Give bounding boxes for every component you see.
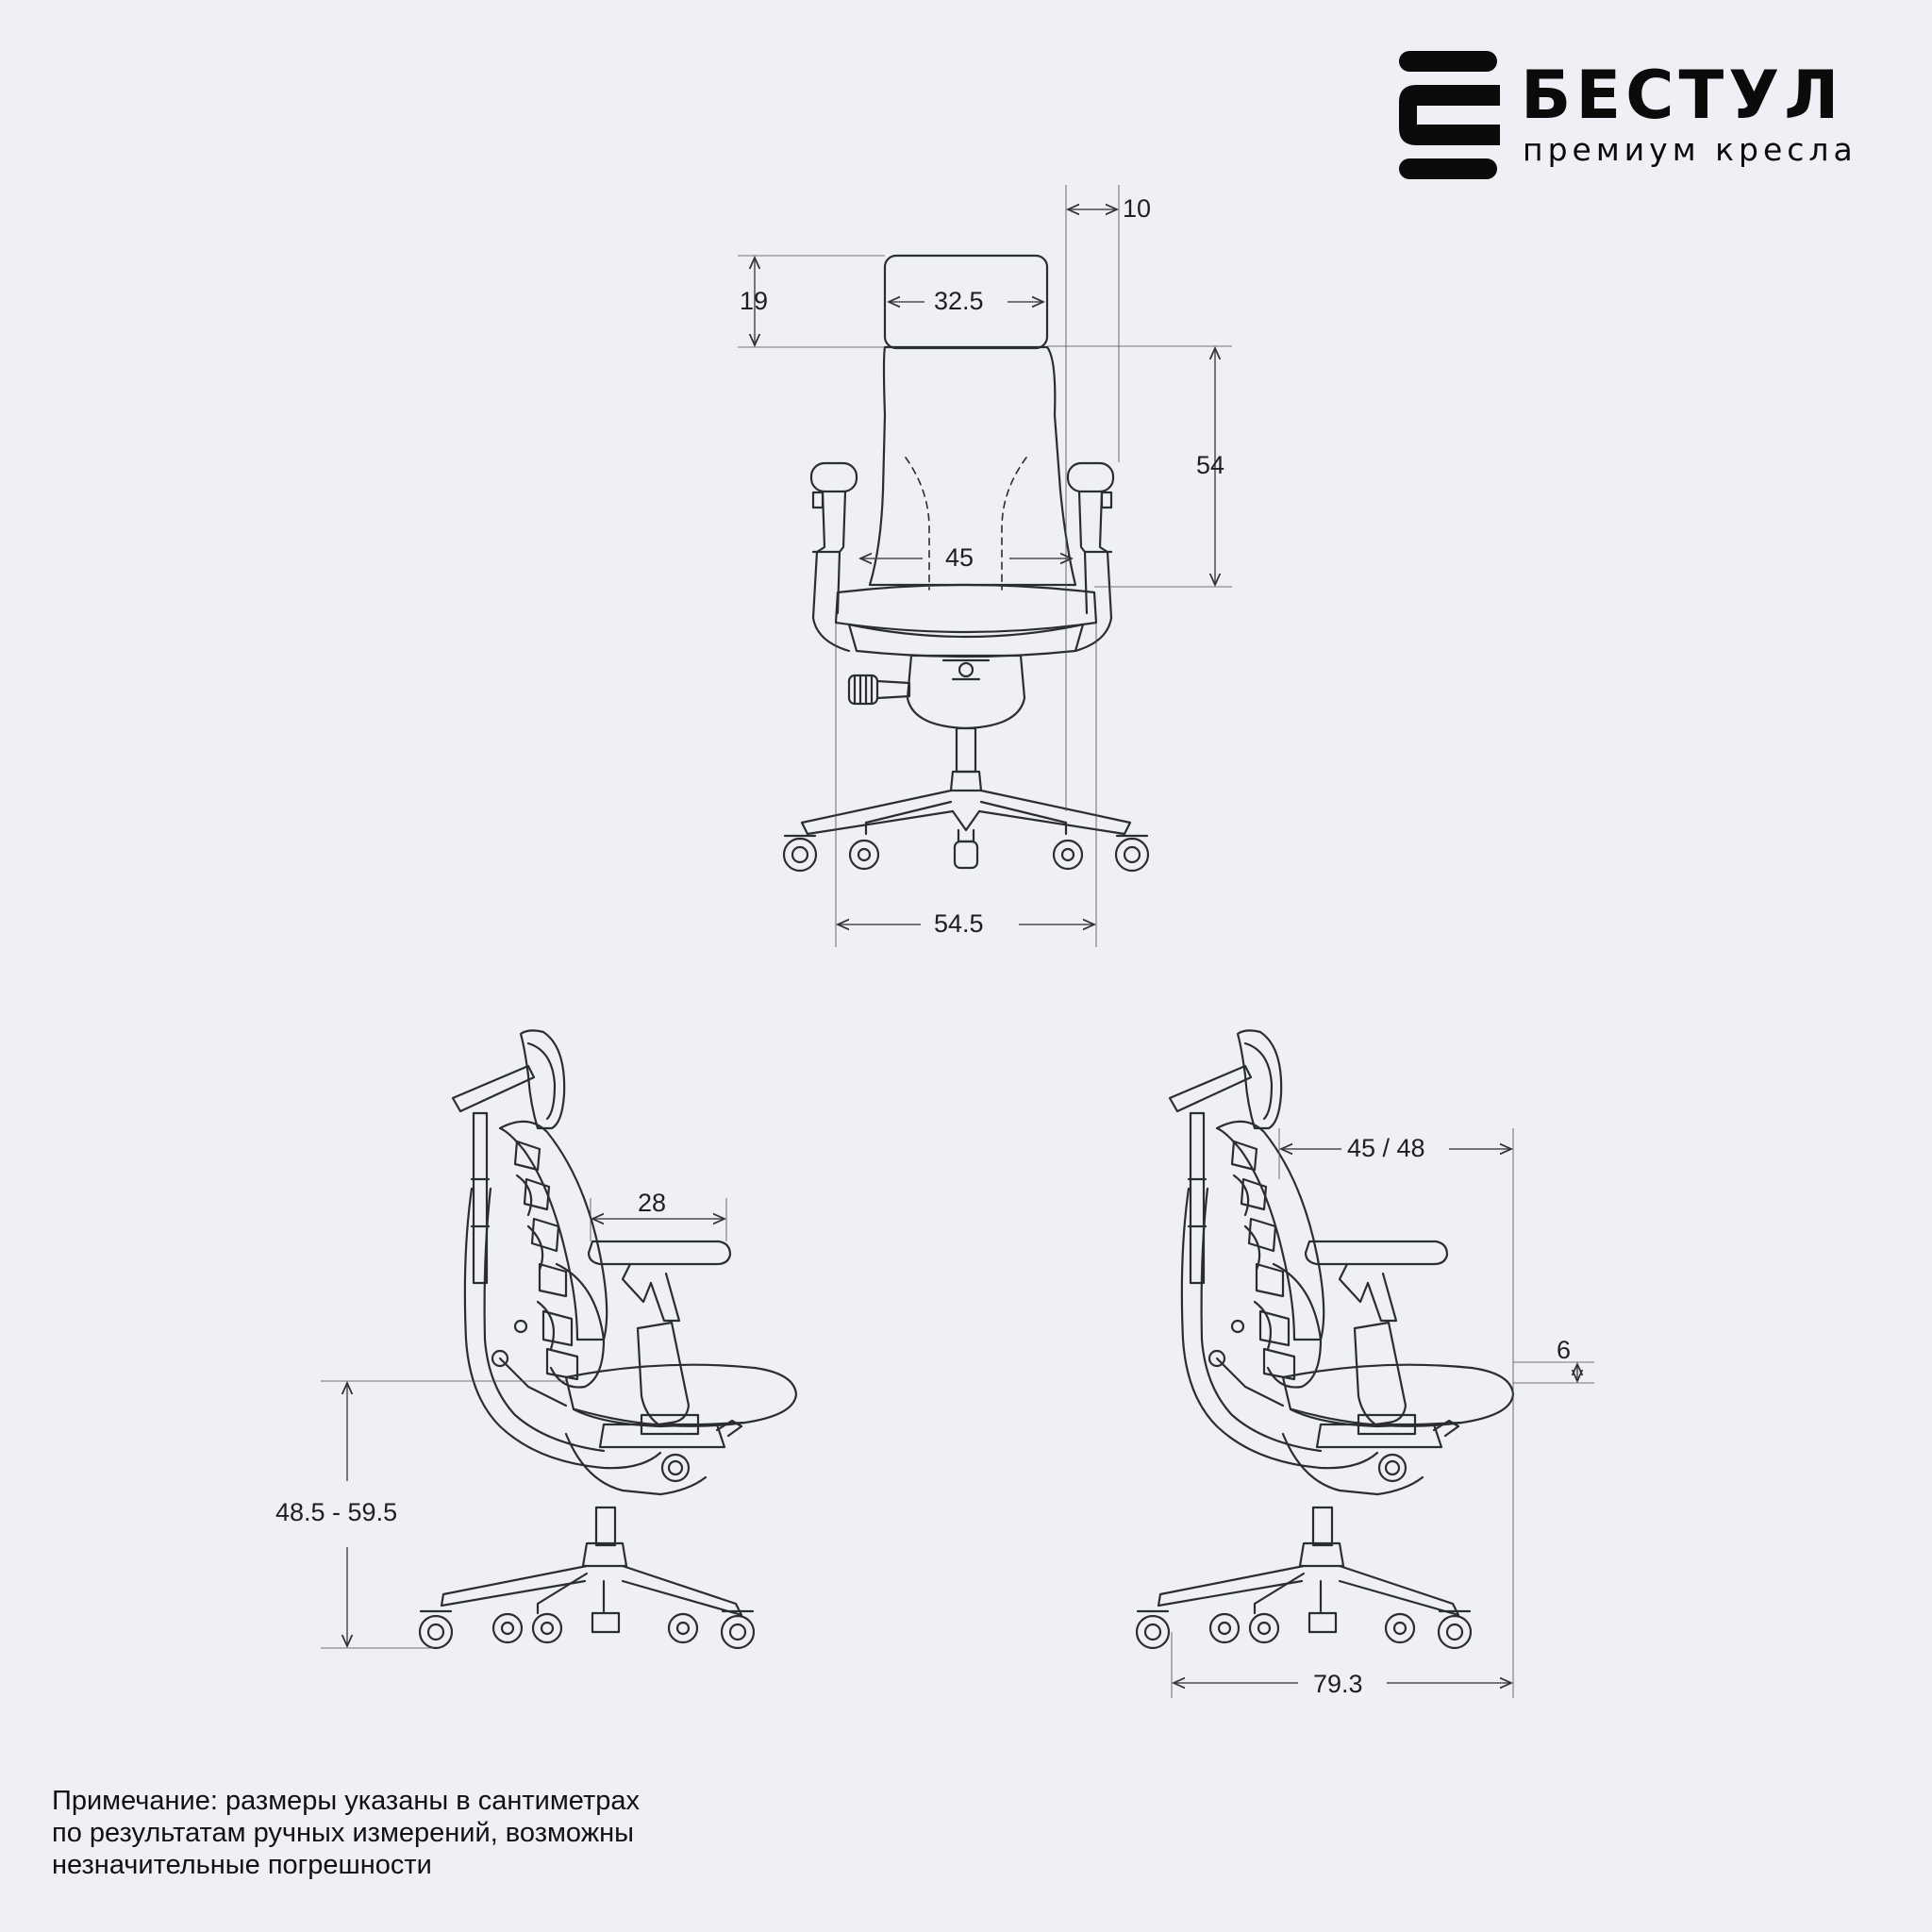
left-side-dimension-lines — [321, 1198, 727, 1649]
label-backrest-height: 54 — [1196, 451, 1224, 479]
label-seat-height: 48.5 - 59.5 — [275, 1498, 397, 1526]
note-line: по результатам ручных измерений, возможн… — [52, 1818, 634, 1848]
label-base-width: 54.5 — [934, 909, 984, 938]
label-headrest-height: 19 — [740, 287, 768, 315]
label-seat-width: 45 — [945, 543, 974, 572]
front-view-chair — [782, 254, 1150, 873]
label-armrest-offset: 6 — [1557, 1336, 1571, 1364]
note-line: Примечание: размеры указаны в сантиметра… — [52, 1786, 640, 1816]
measurement-note: Примечание: размеры указаны в сантиметра… — [52, 1785, 901, 1881]
note-line: незначительные погрешности — [52, 1850, 432, 1880]
label-headrest-offset: 10 — [1123, 194, 1151, 223]
brand-name: БЕСТУЛ — [1521, 57, 1844, 134]
right-side-dimension-lines — [1171, 1128, 1594, 1698]
label-seat-depth: 45 / 48 — [1347, 1134, 1425, 1162]
label-total-depth: 79.3 — [1313, 1670, 1363, 1698]
brand-logo-icon — [1399, 51, 1500, 179]
side-view-right-chair — [1135, 1029, 1515, 1650]
label-headrest-width: 32.5 — [934, 287, 984, 315]
side-view-left-chair — [418, 1029, 798, 1650]
brand-tagline: премиум кресла — [1523, 131, 1857, 168]
label-armrest-length: 28 — [638, 1189, 666, 1217]
front-dimension-lines — [738, 185, 1232, 947]
